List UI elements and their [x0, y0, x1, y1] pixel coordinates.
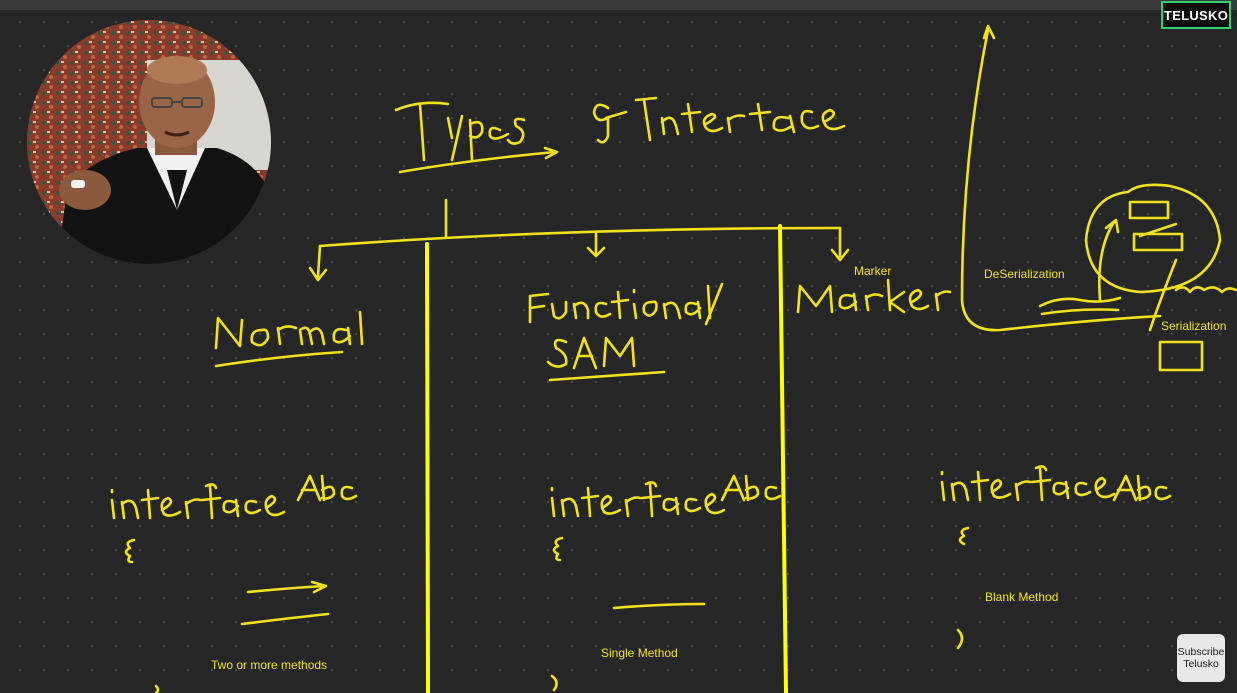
- handwritten-interface-marker: [940, 465, 1172, 650]
- top-bar: [0, 0, 1237, 10]
- handwritten-marker: [796, 278, 952, 314]
- two-or-more-methods-label: Two or more methods: [211, 658, 328, 672]
- presenter-webcam: [27, 20, 271, 264]
- handwritten-normal: [214, 310, 364, 368]
- column-dividers: [425, 224, 788, 693]
- deserialization-label: DeSerialization: [984, 267, 1065, 281]
- marker-label: Marker: [854, 264, 892, 278]
- subscribe-line2: Telusko: [1183, 658, 1219, 670]
- handwritten-interface-functional: [550, 474, 782, 692]
- blank-method-label: Blank Method: [985, 590, 1059, 604]
- handwritten-title: [394, 96, 846, 174]
- handwritten-functional-sam: [528, 282, 724, 382]
- handwritten-tree: [308, 198, 850, 282]
- handwritten-interface-normal: [110, 474, 358, 693]
- presenter-image: [27, 20, 271, 264]
- subscribe-line1: Subscribe: [1177, 646, 1225, 658]
- single-method-label: Single Method: [601, 646, 678, 660]
- serialization-label: Serialization: [1161, 319, 1227, 333]
- subscribe-button[interactable]: Subscribe Telusko: [1177, 634, 1225, 682]
- divider-right: [778, 224, 788, 693]
- telusko-logo: TELUSKO: [1161, 1, 1231, 29]
- handwritten-serialization-sketch: [960, 24, 1237, 372]
- divider-left: [425, 242, 430, 693]
